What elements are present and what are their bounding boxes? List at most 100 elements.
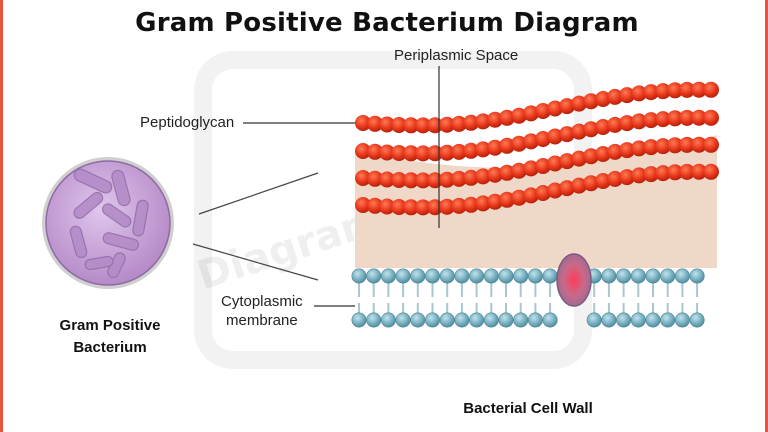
peptidoglycan-bead xyxy=(643,139,659,156)
peptidoglycan-bead xyxy=(547,100,563,117)
peptidoglycan-bead xyxy=(367,197,383,214)
peptidoglycan-bead xyxy=(379,144,395,161)
peptidoglycan-bead xyxy=(703,109,719,126)
lipid-head xyxy=(645,268,661,284)
peptidoglycan-bead xyxy=(379,171,395,188)
lipid-head xyxy=(351,268,367,284)
peptidoglycan-bead xyxy=(643,84,659,101)
peptidoglycan-bead xyxy=(487,193,503,210)
peptidoglycan-bead xyxy=(451,143,467,160)
peptidoglycan-bead xyxy=(607,116,623,133)
peptidoglycan-bead xyxy=(655,111,671,128)
peptidoglycan-bead xyxy=(487,111,503,128)
peptidoglycan-bead xyxy=(511,107,527,124)
lipid-head xyxy=(454,268,470,284)
peptidoglycan-bead xyxy=(523,187,539,204)
peptidoglycan-bead xyxy=(583,93,599,110)
peptidoglycan-bead xyxy=(475,195,491,212)
peptidoglycan-bead xyxy=(451,197,467,214)
peptidoglycan-bead xyxy=(619,87,635,104)
peptidoglycan-bead xyxy=(499,191,515,208)
peptidoglycan-bead xyxy=(631,167,647,184)
lipid-head xyxy=(660,312,676,328)
lipid-head xyxy=(454,312,470,328)
bacterium-caption: Gram Positive Bacterium xyxy=(51,315,169,359)
peptidoglycan-bead xyxy=(523,160,539,177)
peptidoglycan-bead xyxy=(463,142,479,159)
lipid-head xyxy=(351,312,367,328)
peptidoglycan-bead xyxy=(475,168,491,185)
peptidoglycan-bead xyxy=(523,105,539,122)
lipid-head xyxy=(380,268,396,284)
lipid-head xyxy=(601,268,617,284)
lipid-head xyxy=(689,312,705,328)
peptidoglycan-bead xyxy=(391,172,407,188)
peptidoglycan-bead xyxy=(379,116,395,133)
peptidoglycan-bead xyxy=(523,133,539,150)
peptidoglycan-bead xyxy=(547,182,563,199)
lipid-head xyxy=(674,268,690,284)
peptidoglycan-bead xyxy=(547,155,563,172)
lipid-head xyxy=(527,312,543,328)
peptidoglycan-bead xyxy=(667,82,683,99)
peptidoglycan-bead xyxy=(655,83,671,100)
lipid-head xyxy=(469,268,485,284)
peptidoglycan-bead xyxy=(355,115,371,131)
peptidoglycan-bead xyxy=(691,136,707,153)
peptidoglycan-bead xyxy=(463,196,479,213)
peptidoglycan-bead xyxy=(499,164,515,181)
peptidoglycan-bead xyxy=(547,128,563,145)
peptidoglycan-bead xyxy=(355,197,371,213)
peptidoglycan-bead xyxy=(439,144,455,161)
peptidoglycan-bead xyxy=(667,110,683,127)
peptidoglycan-bead xyxy=(463,114,479,131)
lipid-head xyxy=(483,312,499,328)
peptidoglycan-bead xyxy=(571,150,587,167)
peptidoglycan-bead xyxy=(475,113,491,130)
diagram-artwork: Diagramology xyxy=(42,51,719,369)
cytoplasmic-membrane-label-line2: membrane xyxy=(225,312,298,329)
peptidoglycan-bead xyxy=(631,140,647,157)
peptidoglycan-bead xyxy=(367,143,383,160)
lipid-head xyxy=(542,268,558,284)
cell-wall-caption: Bacterial Cell Wall xyxy=(463,400,593,417)
lipid-head xyxy=(498,312,514,328)
cytoplasmic-membrane xyxy=(351,268,705,328)
peptidoglycan-bead xyxy=(403,199,419,216)
peptidoglycan-bead xyxy=(511,189,527,206)
lipid-head xyxy=(366,312,382,328)
peptidoglycan-bead xyxy=(559,180,575,197)
peptidoglycan-bead xyxy=(487,139,503,156)
lipid-head xyxy=(601,312,617,328)
lipid-head xyxy=(410,268,426,284)
peptidoglycan-bead xyxy=(367,115,383,132)
peptidoglycan-bead xyxy=(535,185,551,201)
peptidoglycan-bead xyxy=(643,166,659,183)
peptidoglycan-bead xyxy=(583,121,599,138)
peptidoglycan-bead xyxy=(403,172,419,189)
peptidoglycan-bead xyxy=(595,146,611,162)
peptidoglycan-bead xyxy=(655,138,671,155)
peptidoglycan-bead xyxy=(559,153,575,170)
lipid-head xyxy=(660,268,676,284)
lipid-head xyxy=(630,312,646,328)
lipid-head xyxy=(616,268,632,284)
membrane-protein-icon xyxy=(556,253,592,307)
peptidoglycan-bead xyxy=(619,142,635,159)
zoom-line-top xyxy=(198,172,319,215)
peptidoglycan-bead xyxy=(595,173,611,189)
peptidoglycan-bead xyxy=(511,135,527,152)
lipid-head xyxy=(469,312,485,328)
peptidoglycan-bead xyxy=(703,81,719,98)
lipid-head xyxy=(527,268,543,284)
lipid-head xyxy=(513,268,529,284)
lipid-head xyxy=(424,312,440,328)
peptidoglycan-bead xyxy=(619,115,635,132)
peptidoglycan-bead xyxy=(631,113,647,130)
peptidoglycan-bead xyxy=(595,119,611,135)
peptidoglycan-bead xyxy=(571,123,587,140)
peptidoglycan-bead xyxy=(583,148,599,165)
peptidoglycan-bead xyxy=(691,81,707,98)
peptidoglycan-bead xyxy=(439,171,455,188)
